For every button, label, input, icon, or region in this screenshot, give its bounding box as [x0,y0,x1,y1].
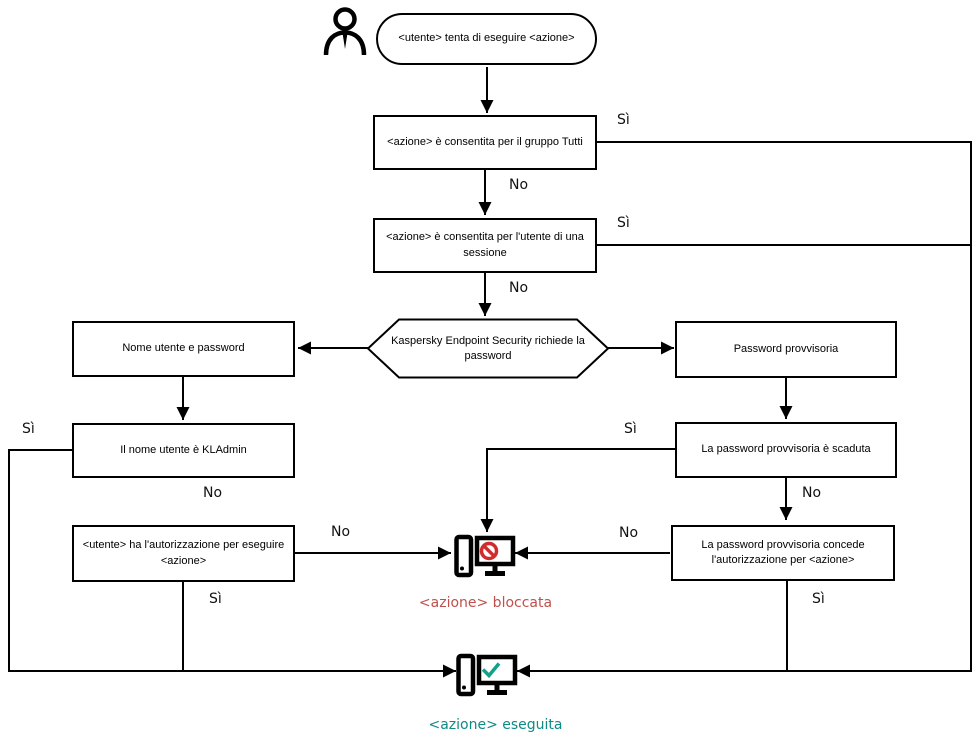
label-no-expired: No [802,485,822,501]
node-kes-prompt: Kaspersky Endpoint Security richiede la … [383,326,593,372]
node-temp-grants: La password provvisoria concede l'autori… [671,525,895,581]
node-kladmin-label: Il nome utente è KLAdmin [120,443,247,456]
outcome-executed-text: <azione> eseguita [428,717,563,733]
node-temp-grants-label: La password provvisoria concede l'autori… [701,538,865,566]
label-yes-group: Sì [617,112,630,128]
node-allowed-session: <azione> è consentita per l'utente di un… [373,218,597,273]
start-label: <utente> tenta di eseguire <azione> [398,32,575,45]
edge-expired-yes [480,448,675,532]
label-no-kladmin: No [203,485,223,501]
label-no-session: No [509,280,529,296]
node-temp-expired-label: La password provvisoria è scaduta [701,443,871,456]
node-allowed-group: <azione> è consentita per il gruppo Tutt… [373,115,597,170]
computer-success-icon [456,653,518,697]
node-username-password-label: Nome utente e password [122,342,245,355]
start-terminator: <utente> tenta di eseguire <azione> [376,13,597,65]
node-user-permission: <utente> ha l'autorizzazione per eseguir… [72,525,295,582]
user-tie [342,33,348,49]
label-yes-grants: Sì [812,591,825,607]
node-temp-expired: La password provvisoria è scaduta [675,422,897,478]
node-kladmin: Il nome utente è KLAdmin [72,423,295,478]
decision-hexagon [366,318,610,379]
edge-kladmin-yes [8,449,456,678]
checkmark-icon [481,662,501,679]
label-yes-userperm: Sì [209,591,222,607]
label-no-userperm: No [331,524,351,540]
user-icon [323,7,367,56]
label-no-group: No [509,177,529,193]
label-no-grants: No [619,525,639,541]
node-user-permission-label: <utente> ha l'autorizzazione per eseguir… [82,539,285,567]
node-temp-password: Password provvisoria [675,321,897,378]
node-username-password: Nome utente e password [72,321,295,377]
node-kes-prompt-label: Kaspersky Endpoint Security richiede la … [391,334,585,362]
node-allowed-session-label: <azione> è consentita per l'utente di un… [386,231,584,259]
edge-group-yes [517,141,972,678]
computer-blocked-icon [454,534,516,578]
label-yes-session: Sì [617,215,630,231]
label-yes-kladmin: Sì [22,421,35,437]
node-allowed-group-label: <azione> è consentita per il gruppo Tutt… [387,135,583,148]
outcome-blocked-text: <azione> bloccata [418,595,553,611]
node-temp-password-label: Password provvisoria [733,342,839,355]
prohibition-icon [479,541,499,561]
label-yes-expired: Sì [624,421,637,437]
